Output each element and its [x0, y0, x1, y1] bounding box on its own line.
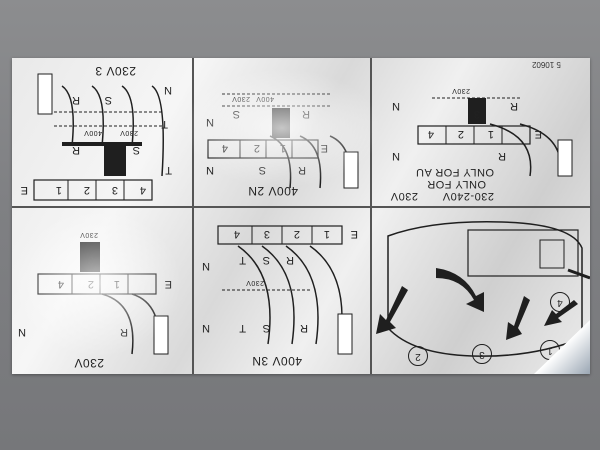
panel-230-240v-au: 4 3 2 1 E N R N R 230V 230V 230-240V ONL… — [372, 58, 590, 206]
panel-400v-2n: 4 3 2 1 E N S R N S R 230V 400V 400V 2N — [194, 58, 370, 206]
wire-label-s: S — [232, 108, 240, 120]
voltage-label: 230V — [73, 356, 104, 370]
terminal-label-4: 4 — [221, 142, 228, 154]
wire-label-s-2: S — [104, 94, 112, 106]
installation-diagram — [376, 221, 590, 357]
inner-label-230v: 230V — [231, 95, 250, 102]
wire-label-n: N — [391, 100, 400, 112]
terminal-label-3: 3 — [111, 184, 118, 196]
wire-label-n: N — [17, 326, 26, 338]
wire-label-r: R — [509, 100, 518, 112]
serial-stamp: 5 10602 — [532, 60, 561, 69]
wire-label-r-2: R — [299, 322, 308, 334]
divider-vertical-2 — [370, 58, 372, 374]
terminal-label-2: 2 — [83, 184, 90, 196]
terminal-label-4: 4 — [57, 278, 64, 290]
terminal-label-2: 2 — [293, 228, 300, 240]
terminal-label-1: 1 — [323, 228, 330, 240]
callout-2: 2 — [408, 346, 428, 366]
wire-label-n: N — [205, 116, 214, 128]
wire-label-s: S — [262, 254, 270, 266]
terminal-label-1: 1 — [279, 142, 286, 154]
panel-230v-3: 4 3 2 1 E T S R N T S R 230V 400V 230V 3 — [12, 58, 192, 206]
wire-label-s-2: S — [262, 322, 270, 334]
earth-label: E — [350, 228, 358, 240]
arrow-down-left-icon — [376, 286, 408, 334]
wire-label-n-2: N — [201, 322, 210, 334]
terminal-label-1: 1 — [55, 184, 62, 196]
terminal-label-3: 3 — [263, 228, 270, 240]
wire-label-r: R — [301, 108, 310, 120]
wire-label-t-2: T — [238, 322, 246, 334]
inner-label-230v: 230V — [79, 231, 98, 238]
wire-label-t-2: T — [160, 118, 168, 130]
wiring-diagram-230v — [37, 242, 169, 355]
wire-label-s: S — [132, 144, 140, 156]
wire-label-r-2: R — [71, 94, 80, 106]
divider-horizontal — [12, 206, 590, 208]
rotate-arrow-icon — [436, 268, 484, 312]
panel-400v-3n: 4 3 2 1 E N T S R N T S R 230V 400V 3N — [194, 208, 370, 374]
terminal-label-2: 2 — [253, 142, 260, 154]
terminal-label-4: 4 — [139, 184, 146, 196]
earth-label: E — [20, 184, 28, 196]
inner-label-230v: 230V — [451, 87, 470, 94]
divider-vertical-1 — [192, 58, 194, 374]
wiring-diagram-230v-3 — [33, 73, 164, 201]
terminal-label-3: 3 — [87, 254, 94, 266]
terminal-label-1: 1 — [113, 278, 120, 290]
earth-label: E — [164, 278, 172, 290]
wire-label-r: R — [285, 254, 294, 266]
callout-4: 4 — [550, 292, 570, 312]
wire-label-r-2: R — [497, 150, 506, 162]
terminal-label-3: 3 — [275, 122, 282, 134]
terminal-label-4: 4 — [427, 128, 434, 140]
callout-3: 3 — [472, 344, 492, 364]
terminal-label-2: 2 — [457, 128, 464, 140]
wiring-diagram-400v-3n — [217, 225, 353, 355]
wire-label-t: T — [238, 254, 246, 266]
earth-label: E — [534, 128, 542, 140]
wiring-label-sticker: 4 3 2 1 E T S R N T S R 230V 400V 230V 3 — [12, 58, 590, 374]
inner-label-400v: 400V — [83, 129, 102, 136]
wire-label-r: R — [71, 144, 80, 156]
voltage-label: 230V 3 — [94, 64, 136, 78]
inner-label-400v: 400V — [255, 95, 274, 102]
wiring-diagram-230v-au — [417, 97, 573, 177]
wire-label-n-2: N — [205, 164, 214, 176]
voltage-label-line1: 230V — [390, 190, 418, 202]
wire-label-t: T — [164, 164, 172, 176]
wire-label-n: N — [163, 84, 172, 96]
terminal-label-3: 3 — [473, 108, 480, 120]
voltage-label: 400V 3N — [251, 354, 302, 368]
terminal-label-4: 4 — [233, 228, 240, 240]
inner-label-230v: 230V — [245, 279, 264, 286]
wire-label-n-2: N — [391, 150, 400, 162]
voltage-label: 400V 2N — [247, 184, 298, 198]
voltage-label-line4: ONLY FOR AU — [415, 166, 494, 178]
voltage-label-line3: ONLY FOR — [426, 178, 486, 190]
earth-label: E — [320, 142, 328, 154]
terminal-label-1: 1 — [487, 128, 494, 140]
voltage-label-line2: 230-240V — [442, 190, 494, 202]
wire-label-r-2: R — [297, 164, 306, 176]
arrow-down-icon — [506, 296, 530, 340]
terminal-label-2: 2 — [87, 278, 94, 290]
wire-label-r: R — [119, 326, 128, 338]
wire-label-s-2: S — [258, 164, 266, 176]
wire-label-n: N — [201, 260, 210, 272]
panel-installation: 1 2 3 4 — [372, 208, 590, 374]
panel-230v: 4 3 2 1 E N R 230V 230V — [12, 208, 192, 374]
arrow-left-icon — [544, 300, 578, 326]
inner-label-230v: 230V — [119, 129, 138, 136]
